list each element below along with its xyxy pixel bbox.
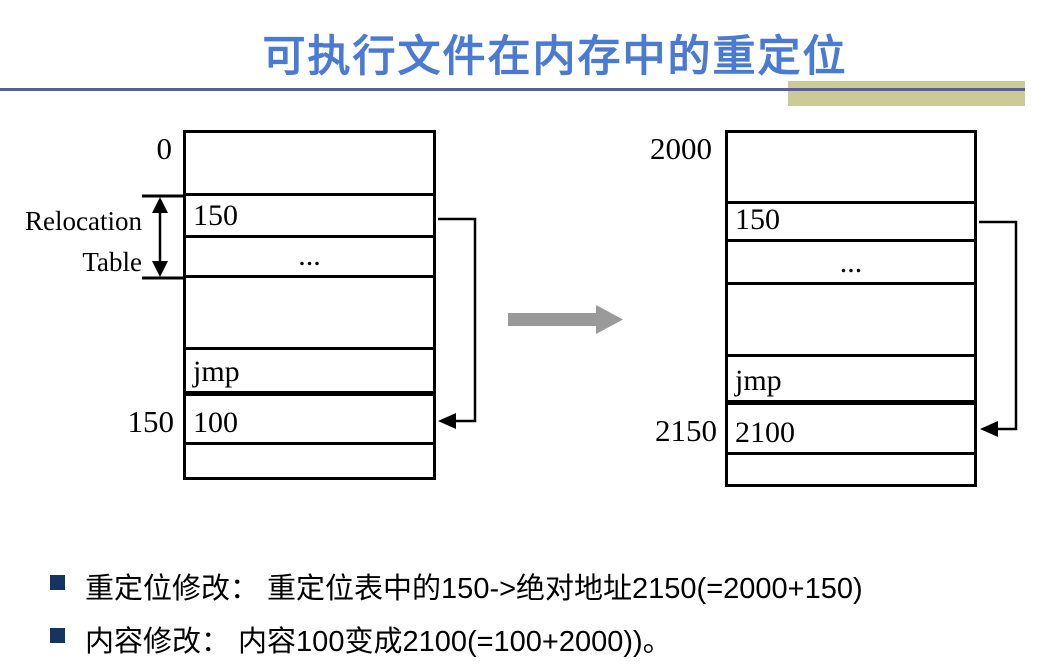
memory-table-before: 150 ... jmp 100 [183,130,436,480]
memory-row [186,133,433,196]
memory-row-relocation-entry: 150 [728,203,974,242]
relocation-table-label: Relocation Table [6,201,142,283]
memory-row [728,285,974,357]
relocation-table-label-line2: Table [82,247,142,277]
relocation-table-label-line1: Relocation [25,206,142,236]
pointer-arrow-left [438,217,477,429]
slide-title: 可执行文件在内存中的重定位 [262,33,848,81]
address-label-150: 150 [127,404,175,439]
memory-row-target: 2100 [728,405,974,455]
memory-table-after: 150 ... jmp 2100 [725,130,977,487]
memory-row-ellipsis: ... [186,238,433,278]
relocation-span-ticks [142,194,186,280]
memory-row [728,455,974,484]
bullet-line-2: 内容修改： 内容100变成2100(=100+2000))。 [50,618,672,660]
memory-row-jmp: jmp [728,357,974,405]
bullet-text-2: 内容修改： 内容100变成2100(=100+2000))。 [85,626,672,658]
address-label-0: 0 [156,131,173,166]
memory-row [186,278,433,350]
bullet-text-1: 重定位修改： 重定位表中的150->绝对地址2150(=2000+150) [85,573,863,605]
address-label-2150: 2150 [655,413,717,448]
header-accent-bar [788,81,1025,106]
relocation-span-arrow [152,197,168,277]
memory-row [728,133,974,204]
pointer-arrow-right [979,220,1018,437]
memory-row-jmp: jmp [186,350,433,396]
header-rule [0,88,1025,91]
bullet-square-icon [50,628,65,643]
memory-row-target: 100 [186,396,433,445]
address-label-2000: 2000 [650,131,712,166]
memory-row [186,445,433,477]
transform-arrow-icon [508,305,623,334]
memory-row-relocation-entry: 150 [186,196,433,238]
bullet-line-1: 重定位修改： 重定位表中的150->绝对地址2150(=2000+150) [50,565,863,607]
bullet-square-icon [50,575,65,590]
memory-row-ellipsis: ... [728,242,974,285]
